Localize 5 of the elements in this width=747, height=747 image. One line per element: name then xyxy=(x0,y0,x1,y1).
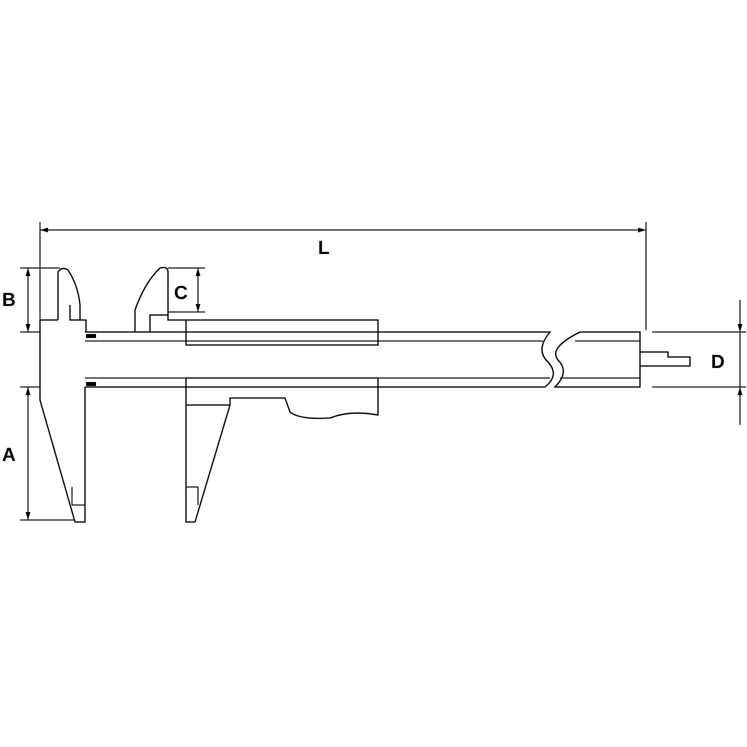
dimension-label: A xyxy=(2,446,16,465)
dimension-label: C xyxy=(174,284,188,303)
dimension-label: L xyxy=(318,239,330,258)
dimension-label: D xyxy=(711,353,725,372)
dimension-label: B xyxy=(2,291,16,310)
